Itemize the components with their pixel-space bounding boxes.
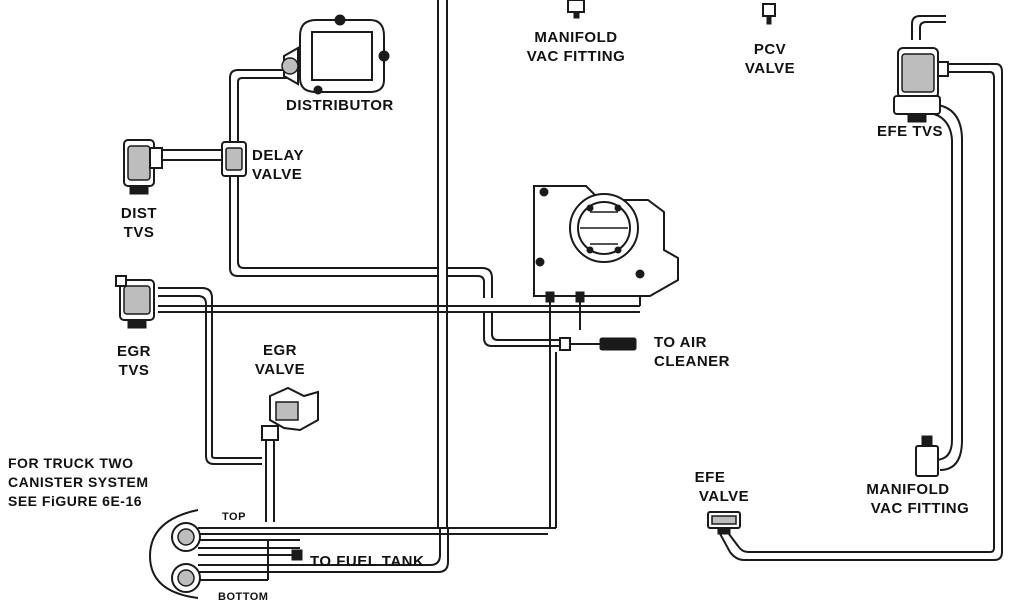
- truck-note-line-1: FOR TRUCK TWO: [8, 455, 133, 471]
- egr-tvs-hose-down-2: [158, 287, 262, 459]
- egr-tvs-hose-down: [158, 295, 262, 465]
- carb-hose-a: [447, 267, 493, 298]
- hose-lines: [158, 0, 1003, 581]
- truck-note-line-3: SEE FiGURE 6E-16: [8, 493, 142, 509]
- delay-valve-label-1: DELAY: [252, 147, 304, 164]
- manifold-vac-fitting-right: [915, 435, 939, 477]
- efe-valve-label-2: VALVE: [699, 488, 749, 505]
- fuel-tank-label: TO FUEL TANK: [310, 553, 424, 570]
- fuel-tank-arrow-icon: [291, 549, 303, 561]
- dist-tvs-icon: [123, 139, 163, 195]
- labels: MANIFOLD VAC FITTING PCV VALVE DISTRIBUT…: [8, 29, 969, 600]
- manifold-vac-fitting-top-label-2: VAC FITTING: [527, 48, 626, 65]
- manifold-vac-fitting-top: [567, 0, 585, 19]
- efe-tvs-to-manifold: [919, 111, 953, 461]
- efe-tvs-to-manifold-2: [927, 103, 963, 471]
- delay-valve-hose-outer: [229, 172, 438, 277]
- distributor-label: DISTRIBUTOR: [286, 97, 394, 114]
- carb-air-hose-b: [491, 312, 560, 341]
- egr-tvs-label-2: TVS: [119, 362, 150, 379]
- canister-line-6: [195, 528, 441, 566]
- manifold-vac-fitting-right-label-1: MANIFOLD: [866, 481, 949, 498]
- air-cleaner-label-2: CLEANER: [654, 353, 730, 370]
- manifold-vac-fitting-top-label-1: MANIFOLD: [534, 29, 617, 46]
- canister-icon: [148, 509, 201, 599]
- carb-hose-b: [447, 275, 485, 298]
- pcv-valve-label-2: VALVE: [745, 60, 795, 77]
- delay-valve-label-2: VALVE: [252, 166, 302, 183]
- dist-tvs-label-1: DIST: [121, 205, 157, 222]
- canister-bottom-label: BOTTOM: [218, 591, 268, 600]
- air-cleaner-label-1: TO AIR: [654, 334, 707, 351]
- egr-tvs-icon: [115, 275, 155, 329]
- canister-line-7: [195, 528, 449, 573]
- distributor-icon: [281, 14, 390, 95]
- canister-top-label: TOP: [222, 511, 246, 523]
- air-cleaner-connector-icon: [559, 337, 637, 351]
- egr-tvs-label-1: EGR: [117, 343, 151, 360]
- manifold-vac-fitting-right-label-2: VAC FITTING: [871, 500, 970, 517]
- efe-valve-label-1: EFE: [695, 469, 726, 486]
- egr-valve-icon: [261, 386, 319, 441]
- delay-valve-hose-inner: [237, 172, 438, 269]
- distributor-hose-inner: [237, 77, 296, 148]
- efe-tvs-label: EFE TVS: [877, 123, 943, 140]
- efe-tvs-hook-2: [919, 21, 946, 40]
- efe-tvs-icon: [893, 47, 949, 123]
- delay-valve-icon: [221, 141, 247, 177]
- distributor-hose: [229, 69, 285, 148]
- efe-tvs-hook: [911, 15, 946, 40]
- pcv-valve-icon: [762, 3, 776, 25]
- egr-valve-label-2: VALVE: [255, 361, 305, 378]
- egr-valve-label-1: EGR: [263, 342, 297, 359]
- carb-air-hose-a: [483, 312, 560, 347]
- efe-loop-outer: [717, 63, 1003, 561]
- efe-loop-inner: [725, 71, 995, 553]
- carburetor-icon: [533, 185, 679, 303]
- efe-valve-icon: [707, 511, 741, 535]
- truck-note-line-2: CANISTER SYSTEM: [8, 474, 149, 490]
- pcv-valve-label-1: PCV: [754, 41, 786, 58]
- dist-tvs-label-2: TVS: [124, 224, 155, 241]
